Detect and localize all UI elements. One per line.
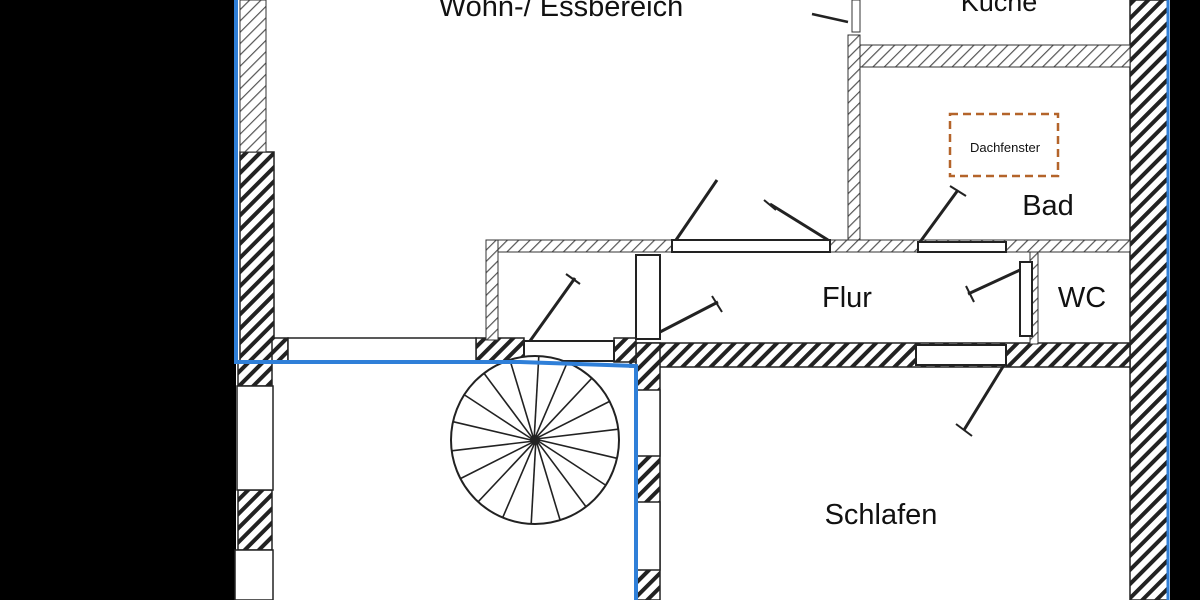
windows: [234, 337, 661, 600]
room-label-bedroom: Schlafen: [825, 499, 938, 531]
wall-kitchen-left: [847, 34, 861, 244]
exterior-walls: [237, 0, 1169, 600]
stair-step: [501, 443, 536, 518]
door-living: [671, 239, 831, 253]
door-flur-left: [635, 254, 661, 340]
wall-kitchen-bottom: [857, 44, 1131, 68]
stair-step: [536, 443, 561, 521]
stair-step: [538, 439, 618, 460]
window-left-bottom: [234, 549, 274, 600]
stair-step: [536, 377, 593, 438]
window-stair-right-b: [635, 501, 661, 571]
stair-step: [533, 356, 540, 437]
wall-left-top-thin: [239, 0, 267, 153]
stair-step: [463, 394, 532, 440]
stair-step: [483, 372, 533, 438]
wall-left-lower-a: [237, 361, 273, 387]
stair-step: [537, 442, 587, 508]
plan-paper: [236, 0, 1170, 600]
room-label-hallway: Flur: [822, 282, 872, 314]
room-label-wc: WC: [1058, 282, 1106, 314]
wall-mid-horizontal: [629, 342, 1131, 368]
door-bath: [917, 241, 1007, 253]
wall-right: [1129, 0, 1169, 600]
wall-left-lower-b: [237, 489, 273, 551]
selection-outline: [234, 0, 638, 600]
door-wc: [1019, 261, 1033, 337]
doors: [523, 12, 1033, 437]
wall-flur-left: [485, 239, 499, 341]
door-bedroom: [915, 344, 1007, 366]
stair-step: [538, 440, 607, 486]
stair-step: [530, 443, 537, 524]
room-label-bath: Bad: [1022, 190, 1074, 222]
stair-step: [452, 420, 532, 441]
stair-center: [530, 435, 540, 445]
window-stair-top: [287, 337, 477, 363]
wall-left-upper: [239, 151, 275, 363]
wall-kitchen-door-jamb: [851, 0, 861, 33]
skylight-label: Dachfenster: [970, 140, 1041, 155]
wall-stair-top-a: [271, 337, 289, 363]
window-stair-right-a: [635, 389, 661, 457]
skylight-marker: [948, 112, 1060, 178]
stair-step: [477, 442, 534, 503]
stair-step: [538, 428, 619, 440]
wall-stair-top-c: [613, 337, 637, 363]
room-label-kitchen: Küche: [961, 0, 1038, 17]
spiral-staircase: [450, 355, 620, 525]
stair-step: [460, 441, 533, 480]
stair-step: [509, 359, 534, 437]
stair-step: [534, 362, 569, 437]
window-left-lower: [236, 385, 274, 491]
stair-step: [537, 400, 610, 439]
room-label-living: Wohn-/ Essbereich: [439, 0, 683, 23]
stair-step: [451, 440, 532, 452]
